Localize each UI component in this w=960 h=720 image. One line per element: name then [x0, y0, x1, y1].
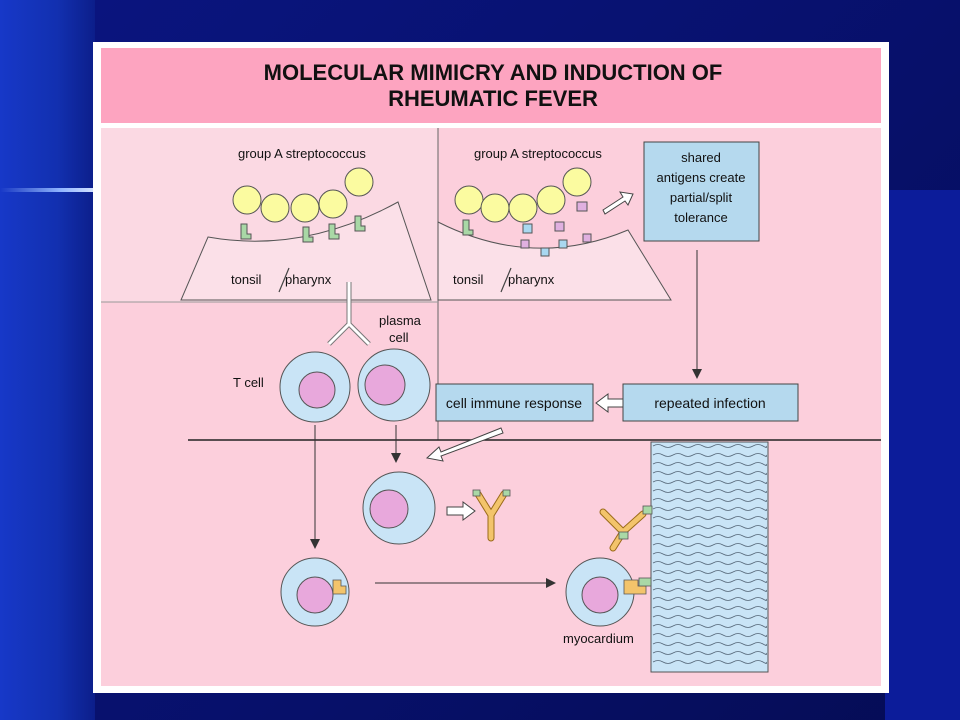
box-shared-line2: antigens create — [657, 170, 746, 185]
slide-glow-line — [0, 188, 100, 192]
label-pharynx-right: pharynx — [508, 272, 555, 287]
label-t-cell: T cell — [233, 375, 264, 390]
tissue-right-divider — [500, 267, 512, 293]
diagram: MOLECULAR MIMICRY AND INDUCTION OF RHEUM… — [101, 48, 881, 686]
label-myocardium: myocardium — [563, 631, 634, 646]
box-shared-line3: partial/split — [670, 190, 733, 205]
label-pharynx-left: pharynx — [285, 272, 332, 287]
t-cell-lower — [280, 557, 350, 627]
label-tonsil-left: tonsil — [231, 272, 261, 287]
antibody-bound — [599, 505, 653, 552]
box-repeated-infection — [622, 383, 799, 422]
bacteria-chain-left — [232, 167, 374, 243]
slide-left-stripe — [0, 0, 95, 720]
box-shared-line4: tolerance — [674, 210, 727, 225]
plasma-cell-lower — [362, 471, 436, 545]
figure-frame: MOLECULAR MIMICRY AND INDUCTION OF RHEUM… — [93, 42, 889, 693]
bacteria-chain-right — [454, 167, 592, 257]
box-cell-immune-response — [435, 383, 594, 422]
label-plasma-line2: cell — [389, 330, 409, 345]
label-tonsil-right: tonsil — [453, 272, 483, 287]
arrow-to-shared-antigens — [602, 191, 634, 215]
box-repeated-infection-label: repeated infection — [654, 395, 765, 411]
title-band — [101, 48, 881, 123]
figure-title-line1: MOLECULAR MIMICRY AND INDUCTION OF — [264, 60, 723, 85]
arrow-plasma-to-antibody — [446, 501, 476, 521]
box-shared-antigens — [643, 141, 760, 242]
label-strep-left: group A streptococcus — [238, 146, 366, 161]
arrow-immune-to-plasma — [425, 427, 504, 462]
t-cell — [279, 351, 351, 423]
figure-title-line2: RHEUMATIC FEVER — [388, 86, 598, 111]
t-cell-myocardium — [565, 557, 652, 627]
arrow-repeated-to-immune — [595, 393, 624, 413]
box-cell-immune-response-label: cell immune response — [446, 395, 582, 411]
antibody — [472, 489, 511, 542]
myocardium-tissue — [650, 441, 769, 673]
label-plasma-line1: plasma — [379, 313, 422, 328]
tissue-left-divider — [278, 267, 290, 293]
slide-right-stripe — [885, 190, 960, 720]
box-shared-line1: shared — [681, 150, 721, 165]
plasma-cell — [357, 348, 431, 422]
label-strep-right: group A streptococcus — [474, 146, 602, 161]
tissue-left — [180, 201, 432, 301]
